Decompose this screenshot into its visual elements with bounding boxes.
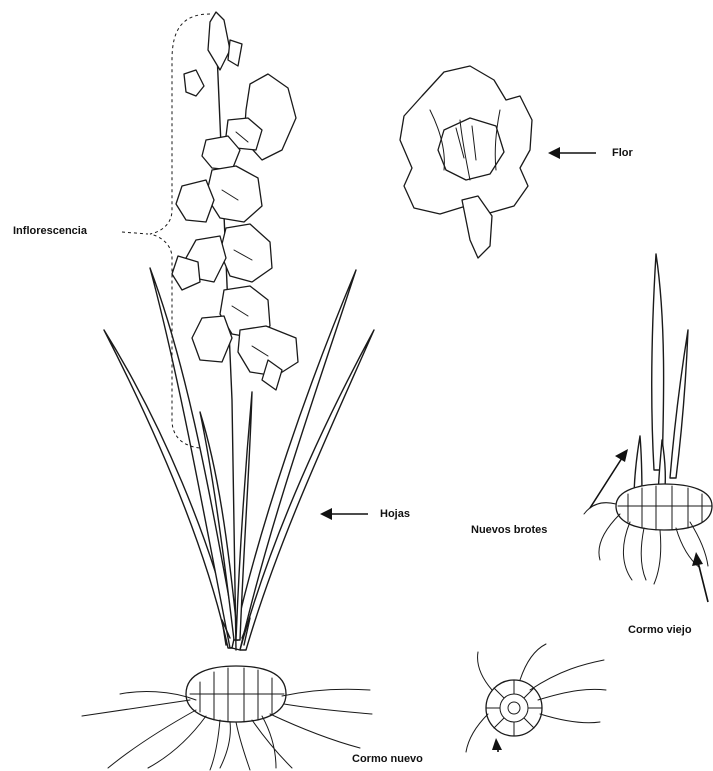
label-new-corm: Cormo nuevo [352,754,423,765]
main-corm [186,666,286,722]
label-inflorescence: Inflorescencia [13,226,87,237]
main-plant [82,12,374,770]
arrow-flower [548,147,596,159]
arrow-new-corm [492,738,502,752]
label-leaves: Hojas [380,509,410,520]
new-corm [466,644,606,752]
label-old-corm: Cormo viejo [628,625,692,636]
single-flower [400,66,532,258]
old-corm-plant [584,254,712,584]
inflorescence-pointer [122,232,148,234]
label-flower: Flor [612,148,633,159]
inflorescence-flowers [172,12,298,390]
label-new-shoots: Nuevos brotes [471,525,547,536]
arrow-leaves [320,508,368,520]
arrow-old-corm [692,552,708,602]
